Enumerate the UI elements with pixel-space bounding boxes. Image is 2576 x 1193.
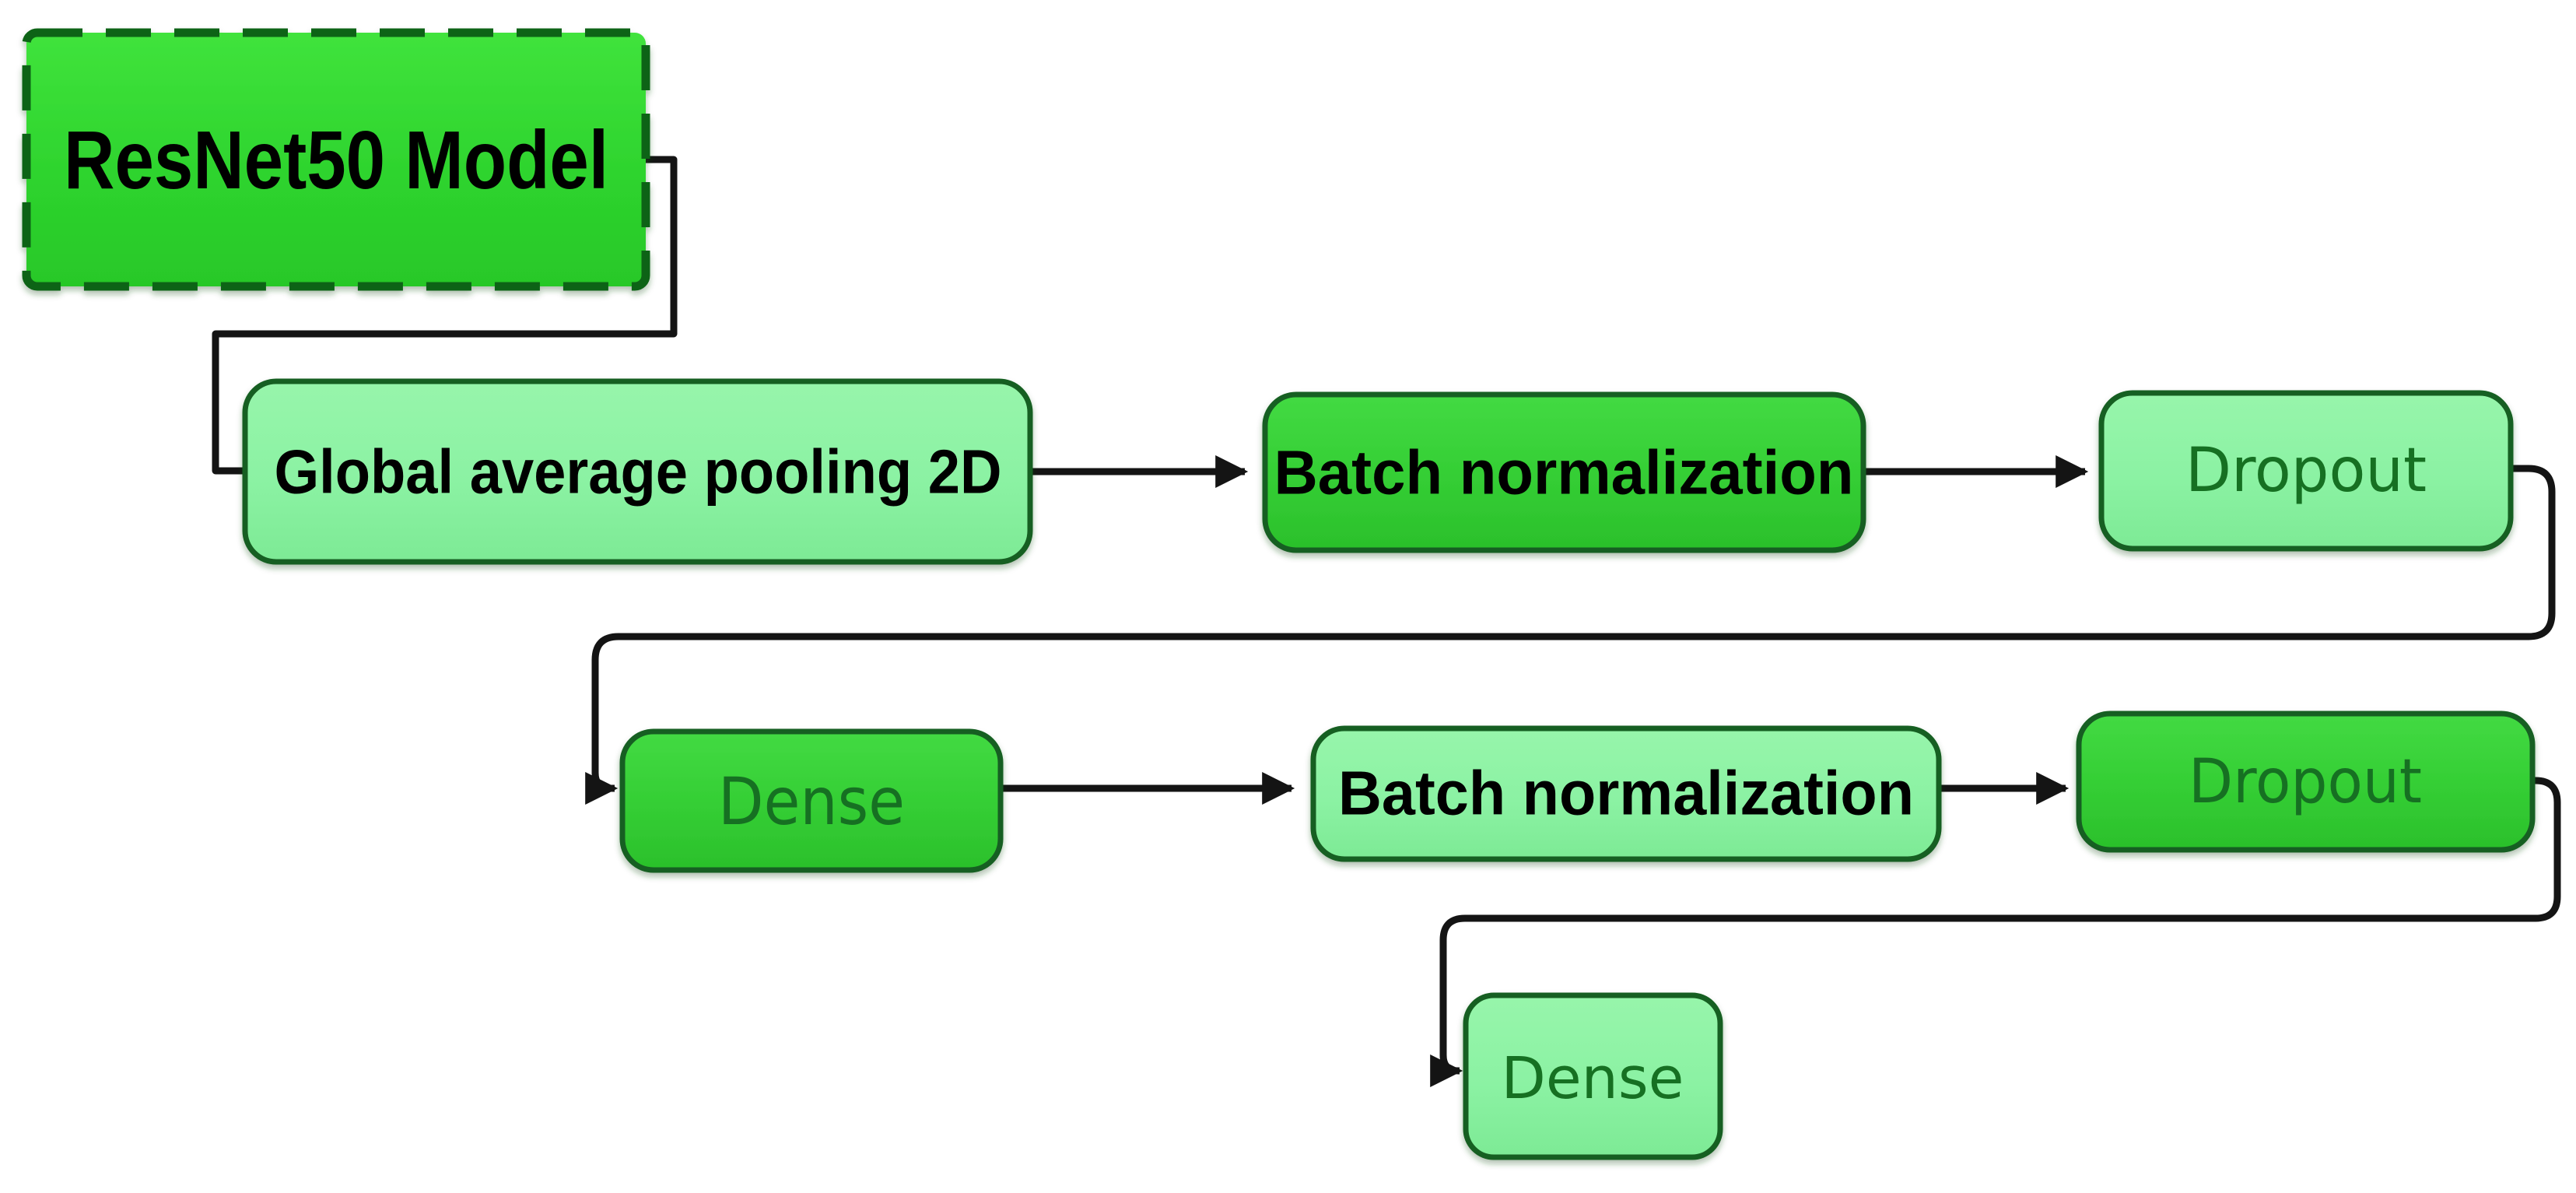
global-average-pooling-label: Global average pooling 2D [275,437,1002,507]
edge-dropout2-to-dense2 [1430,777,2561,1087]
dropout-1-box [2098,390,2514,552]
nodes: ResNet50 Model Global average pooling 2D… [22,28,2536,1160]
edge-dropout1-to-dense1 [585,465,2556,805]
batch-normalization-2-box [1310,725,1942,862]
node-dropout-2: Dropout [2076,711,2536,853]
dense-2-label: Dense [1502,1045,1684,1112]
global-average-pooling-box [242,378,1033,565]
batch-normalization-1-label: Batch normalization [1274,438,1854,507]
resnet-model-label: ResNet50 Model [64,114,608,206]
resnet-model-box [22,28,650,291]
node-dense-2: Dense [1463,992,1723,1160]
dropout-2-label: Dropout [2189,747,2422,817]
edges [212,156,2561,1087]
node-global-average-pooling: Global average pooling 2D [242,378,1033,565]
dense-2-box [1463,992,1723,1160]
dropout-1-label: Dropout [2185,436,2427,506]
node-resnet-model: ResNet50 Model [22,28,650,291]
batch-normalization-2-label: Batch normalization [1338,759,1914,828]
node-dropout-1: Dropout [2098,390,2514,552]
batch-normalization-1-box [1262,391,1866,553]
dense-1-label: Dense [718,763,905,840]
dense-1-box [619,728,1004,873]
dropout-2-box [2076,711,2536,853]
edge-resnet-to-gap [212,156,678,475]
node-batch-normalization-1: Batch normalization [1262,391,1866,553]
node-dense-1: Dense [619,728,1004,873]
node-batch-normalization-2: Batch normalization [1310,725,1942,862]
